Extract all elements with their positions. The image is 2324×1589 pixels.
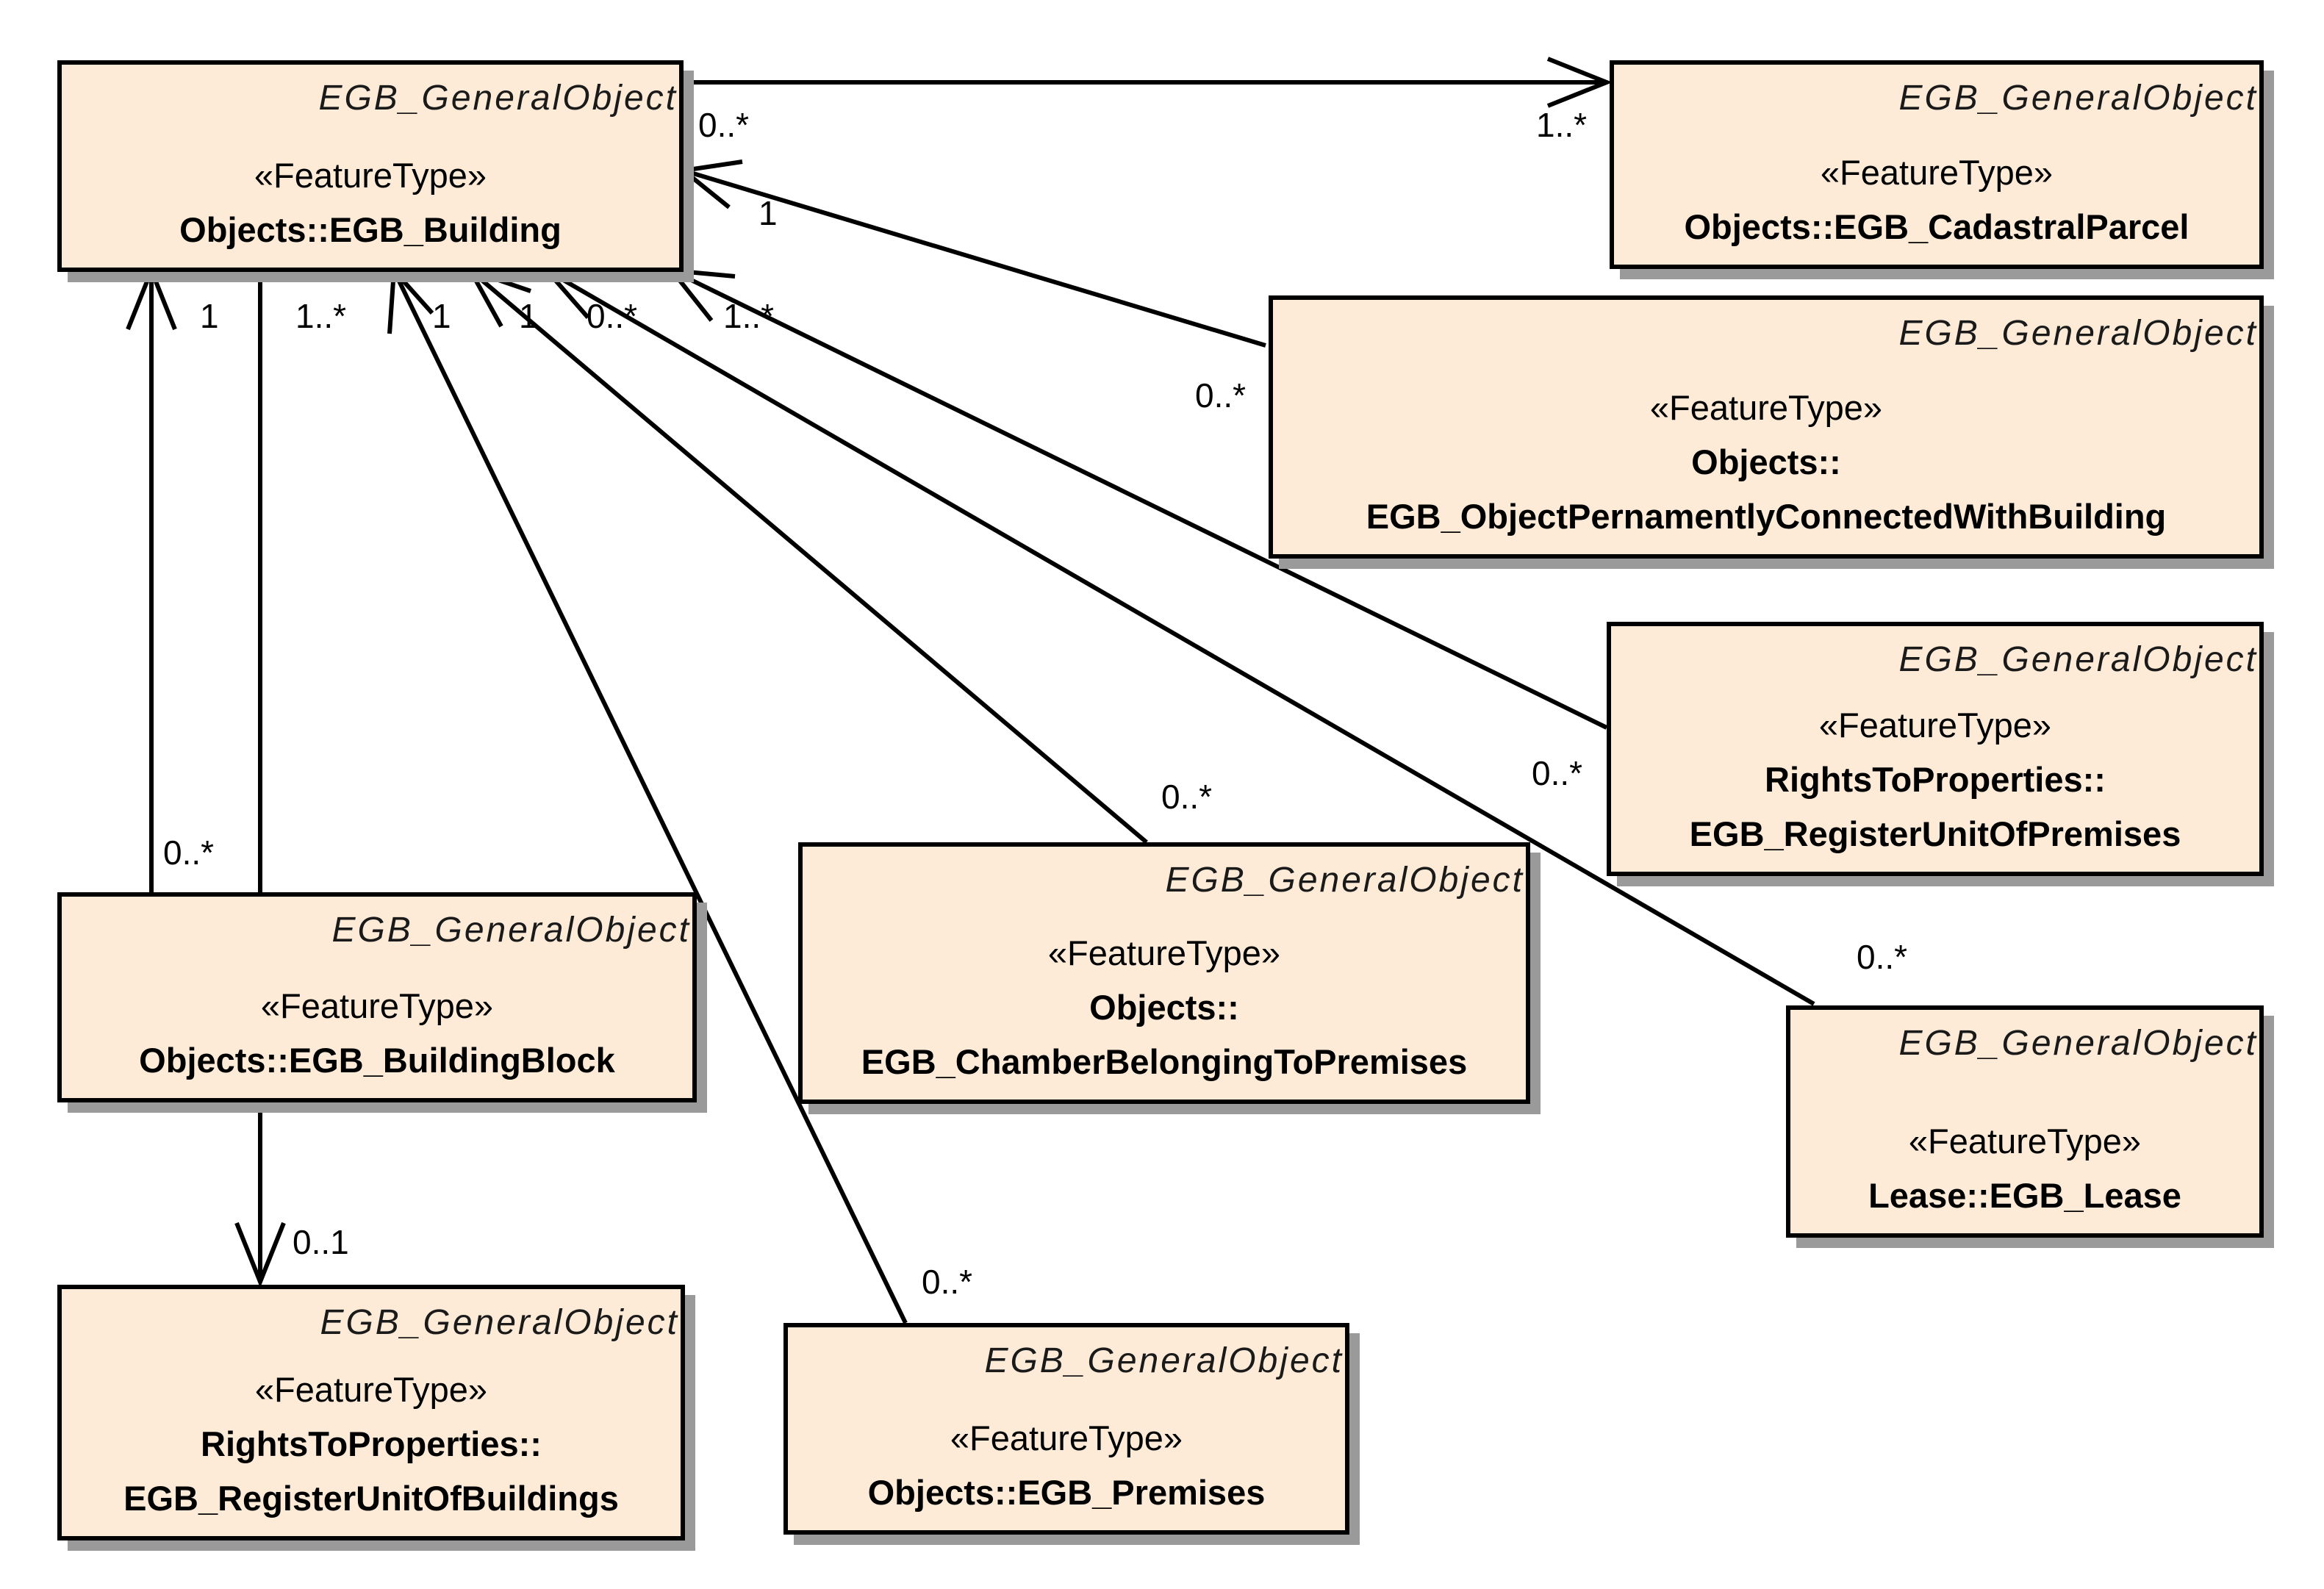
class-box-building-block[interactable]: EGB_GeneralObject «FeatureType» Objects:…	[57, 892, 697, 1102]
class-name: Lease::EGB_Lease	[1868, 1176, 2181, 1215]
class-stereotype: «FeatureType»	[1908, 1122, 2142, 1161]
class-box-chamber-belonging-to-premises[interactable]: EGB_GeneralObject «FeatureType» Objects:…	[798, 842, 1530, 1104]
association-line-premises	[392, 269, 908, 1324]
class-tag: EGB_GeneralObject	[1898, 314, 2258, 353]
class-tag: EGB_GeneralObject	[1898, 640, 2258, 679]
class-tag: EGB_GeneralObject	[320, 1303, 679, 1342]
class-name: Objects::EGB_Premises	[867, 1473, 1266, 1512]
class-box-register-unit-of-premises[interactable]: EGB_GeneralObject «FeatureType» RightsTo…	[1607, 622, 2264, 876]
association-line-chamber	[469, 268, 1148, 844]
class-box-premises[interactable]: EGB_GeneralObject «FeatureType» Objects:…	[783, 1323, 1349, 1535]
class-stereotype: «FeatureType»	[1649, 388, 1883, 427]
class-box-register-unit-of-buildings[interactable]: EGB_GeneralObject «FeatureType» RightsTo…	[57, 1285, 685, 1540]
class-name: EGB_ChamberBelongingToPremises	[861, 1042, 1468, 1081]
class-stereotype: «FeatureType»	[254, 156, 487, 195]
class-name-namespace: RightsToProperties::	[201, 1424, 542, 1463]
class-tag: EGB_GeneralObject	[1165, 861, 1524, 900]
mult-block-obj: 0..*	[163, 833, 214, 872]
mult-rup-bld: 1..*	[723, 297, 774, 335]
arrowhead-connected	[678, 159, 743, 209]
mult-chamber-obj: 0..*	[1161, 778, 1212, 816]
class-box-lease[interactable]: EGB_GeneralObject «FeatureType» Lease::E…	[1786, 1005, 2264, 1238]
class-stereotype: «FeatureType»	[1818, 706, 2052, 745]
class-box-cadastral-parcel[interactable]: EGB_GeneralObject «FeatureType» Objects:…	[1610, 60, 2264, 269]
class-stereotype: «FeatureType»	[260, 986, 494, 1025]
class-box-building[interactable]: EGB_GeneralObject «FeatureType» Objects:…	[57, 60, 684, 272]
mult-rub-obj: 0..1	[293, 1223, 349, 1261]
class-name-namespace: RightsToProperties::	[1765, 760, 2106, 799]
association-line-connected	[683, 168, 1266, 348]
class-tag: EGB_GeneralObject	[1898, 1024, 2258, 1063]
mult-rub-bld: 1..*	[295, 297, 346, 335]
class-stereotype: «FeatureType»	[254, 1370, 488, 1409]
arrowhead-parcel	[1546, 57, 1613, 108]
class-tag: EGB_GeneralObject	[331, 911, 691, 950]
class-name-namespace: Objects::	[1691, 442, 1841, 481]
mult-chamber-bld: 1	[519, 297, 538, 335]
mult-connected-obj: 0..*	[1195, 376, 1246, 415]
class-tag: EGB_GeneralObject	[318, 79, 678, 118]
class-name: Objects::EGB_BuildingBlock	[139, 1041, 615, 1080]
mult-parcel-dst: 1..*	[1536, 106, 1587, 144]
class-stereotype: «FeatureType»	[1047, 933, 1281, 972]
mult-connected-bld: 1	[758, 194, 778, 232]
class-name-namespace: Objects::	[1089, 988, 1239, 1027]
class-name: EGB_ObjectPernamentlyConnectedWithBuildi…	[1366, 497, 2167, 536]
mult-premises-obj: 0..*	[922, 1263, 972, 1301]
mult-parcel-src: 0..*	[698, 106, 749, 144]
mult-lease-bld: 0..*	[587, 297, 637, 335]
arrowhead-rub	[234, 1222, 286, 1288]
class-stereotype: «FeatureType»	[950, 1418, 1183, 1457]
class-name: Objects::EGB_CadastralParcel	[1684, 207, 2189, 246]
class-stereotype: «FeatureType»	[1820, 153, 2054, 192]
class-name: EGB_RegisterUnitOfBuildings	[123, 1479, 619, 1518]
class-name: Objects::EGB_Building	[179, 210, 562, 249]
association-line-lease	[545, 268, 1815, 1006]
association-line-rup	[670, 268, 1608, 730]
class-box-object-connected-with-building[interactable]: EGB_GeneralObject «FeatureType» Objects:…	[1269, 295, 2264, 559]
mult-lease-obj: 0..*	[1857, 938, 1907, 976]
class-tag: EGB_GeneralObject	[984, 1341, 1344, 1380]
mult-block-bld: 1	[200, 297, 219, 335]
class-name: EGB_RegisterUnitOfPremises	[1689, 814, 2181, 853]
mult-rup-obj: 0..*	[1532, 754, 1582, 792]
class-tag: EGB_GeneralObject	[1898, 79, 2258, 118]
mult-premises-bld: 1	[432, 297, 451, 335]
